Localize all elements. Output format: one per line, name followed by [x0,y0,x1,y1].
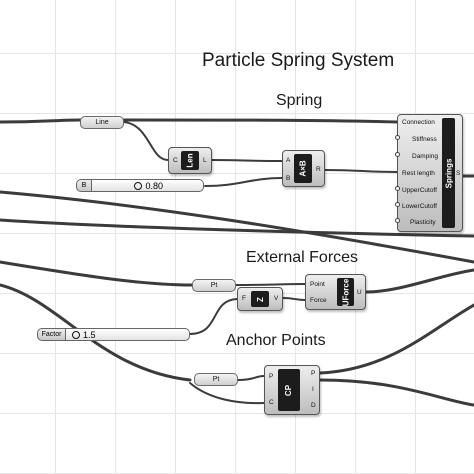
wire-u-out [364,268,474,294]
axb-output-r[interactable]: R [316,166,321,173]
heading-spring: Spring [276,92,323,109]
springs-dot-damping [395,152,400,157]
slider-factor-name: Factor [37,328,66,341]
springs-core: Springs [442,118,455,228]
component-unary-force[interactable]: Point Force UForce U [305,274,366,310]
springs-dot-uppercutoff [395,186,400,191]
len-input-c[interactable]: C [173,157,178,164]
uforce-core: UForce [337,278,354,306]
cp-core: CP [278,369,300,411]
uforce-input-force[interactable]: Force [310,297,327,304]
springs-dot-stiffness [395,135,400,140]
springs-input-lowercutoff[interactable]: LowerCutoff [402,203,437,210]
number-slider-factor[interactable]: Factor 1.5 [37,328,190,341]
wire-factor-to-f [189,298,238,335]
cp-input-p[interactable]: P [269,373,274,380]
springs-input-rest-length[interactable]: Rest length [402,170,435,177]
component-length[interactable]: C Len L [168,147,212,174]
springs-input-plasticity[interactable]: Plasticity [410,219,436,226]
uforce-output-u[interactable]: U [357,289,362,296]
cp-output-d[interactable]: D [311,402,316,409]
wire-cp-out-2 [318,378,474,407]
wire-v-to-force [282,297,306,301]
wire-slider-to-b [204,177,283,187]
slider-b-track[interactable]: 0.80 [92,179,204,192]
cp-input-c[interactable]: C [269,399,274,406]
springs-input-damping[interactable]: Damping [412,153,439,160]
springs-input-connection[interactable]: Connection [402,119,435,126]
slider-factor-value: 1.5 [83,329,96,340]
cp-output-p[interactable]: P [311,370,316,377]
springs-input-uppercutoff[interactable]: UpperCutoff [402,187,437,194]
wire-long-4 [0,260,194,287]
wire-long-2 [0,218,474,238]
wire-len-to-a [211,159,283,162]
cp-output-i[interactable]: I [312,386,314,393]
component-springs[interactable]: Connection Stiffness Damping Rest length… [395,114,463,232]
springs-output-s[interactable]: S [456,170,461,177]
wire-cp-out [318,303,474,375]
len-core: Len [181,151,199,170]
number-slider-b[interactable]: B 0.80 [76,179,204,192]
wire-r-to-rest-length [324,169,398,173]
wire-c-in [189,382,265,405]
axb-input-b[interactable]: B [286,175,291,182]
wire-pt2-to-p [237,375,265,381]
uforce-input-point[interactable]: Point [310,281,325,288]
springs-dot-lowercutoff [395,202,400,207]
axb-core: A×B [294,154,312,183]
z-input-f[interactable]: F [242,295,246,302]
wire-line-to-len [123,121,169,161]
heading-anchor-points: Anchor Points [226,332,326,349]
component-closest-point[interactable]: P C CP P I D [264,365,320,415]
heading-external-forces: External Forces [246,249,359,266]
slider-b-name: B [76,179,92,192]
component-multiplication[interactable]: A B A×B R [282,150,325,187]
slider-factor-track[interactable]: 1.5 [66,328,190,341]
param-point-forces[interactable]: Pt [192,279,236,292]
param-point-anchor[interactable]: Pt [194,373,238,386]
z-core: Z [251,291,269,307]
slider-factor-knob[interactable] [72,330,80,339]
springs-dot-plasticity [395,218,400,223]
param-line[interactable]: Line [80,116,124,129]
component-unit-z[interactable]: F Z V [237,287,283,311]
len-output-l[interactable]: L [203,157,207,164]
wire-long-1 [0,190,474,264]
axb-input-a[interactable]: A [286,157,291,164]
title-particle-spring-system: Particle Spring System [202,50,395,71]
z-output-v[interactable]: V [274,295,279,302]
springs-input-stiffness[interactable]: Stiffness [412,136,437,143]
slider-b-value: 0.80 [145,180,163,191]
slider-b-knob[interactable] [134,181,143,190]
wire-pt-to-point [235,283,306,286]
wire-line-to-connection [0,118,399,124]
